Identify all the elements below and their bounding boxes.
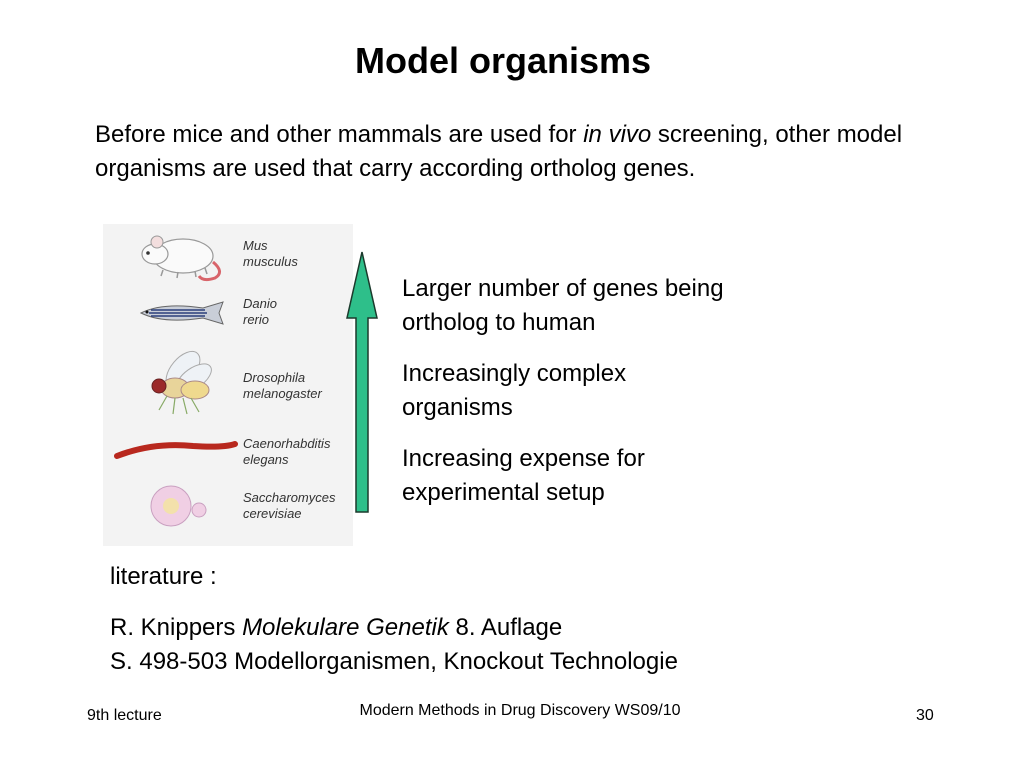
literature-heading: literature : bbox=[110, 563, 217, 590]
point-item: Increasingly complex organisms bbox=[402, 360, 627, 421]
literature-reference: R. Knippers Molekulare Genetik 8. Auflag… bbox=[110, 611, 930, 645]
slide-title: Model organisms bbox=[354, 40, 652, 81]
literature-author: R. Knippers bbox=[110, 614, 243, 641]
intro-text-after: screening, other model organisms are use… bbox=[95, 121, 903, 182]
point-item: Larger number of genes being ortholog to… bbox=[402, 275, 724, 336]
literature-edition: 8. Auflage bbox=[448, 614, 563, 641]
organism-label-line: Drosophila bbox=[243, 370, 306, 385]
footer-page-number: 30 bbox=[916, 707, 934, 724]
intro-italic-text: in vivo bbox=[583, 121, 652, 148]
literature-book-title: Molekulare Genetik bbox=[242, 614, 449, 641]
organism-label-line: cerevisiae bbox=[243, 506, 302, 521]
worm-icon bbox=[114, 441, 238, 459]
organism-label-line: melanogaster bbox=[243, 386, 322, 401]
literature-pages: S. 498-503 Modellorganismen, Knockout Te… bbox=[110, 648, 678, 675]
organism-label-line: Saccharomyces bbox=[243, 490, 336, 505]
footer-course: Modern Methods in Drug Discovery WS09/10 bbox=[359, 702, 681, 719]
intro-text-before: Before mice and other mammals are used f… bbox=[95, 121, 584, 148]
yeast-icon bbox=[150, 485, 207, 527]
arrow-points: Larger number of genes being ortholog to… bbox=[402, 272, 742, 527]
intro-paragraph: Before mice and other mammals are used f… bbox=[95, 118, 925, 186]
organism-label-line: Danio bbox=[243, 296, 277, 311]
footer-lecture: 9th lecture bbox=[87, 707, 162, 724]
organism-label-line: rerio bbox=[243, 312, 270, 327]
fruit-fly-icon bbox=[151, 350, 212, 415]
zebrafish-icon bbox=[139, 301, 224, 325]
organism-label-line: musculus bbox=[243, 254, 298, 269]
up-arrow-icon bbox=[346, 251, 378, 513]
mouse-icon bbox=[141, 235, 221, 282]
organism-label-line: elegans bbox=[243, 452, 289, 467]
organism-label-line: Mus bbox=[243, 238, 268, 253]
literature-section: literature : R. Knippers Molekulare Gene… bbox=[110, 560, 930, 679]
point-item: Increasing expense for experimental setu… bbox=[402, 445, 645, 506]
organism-label-line: Caenorhabditis bbox=[243, 436, 331, 451]
